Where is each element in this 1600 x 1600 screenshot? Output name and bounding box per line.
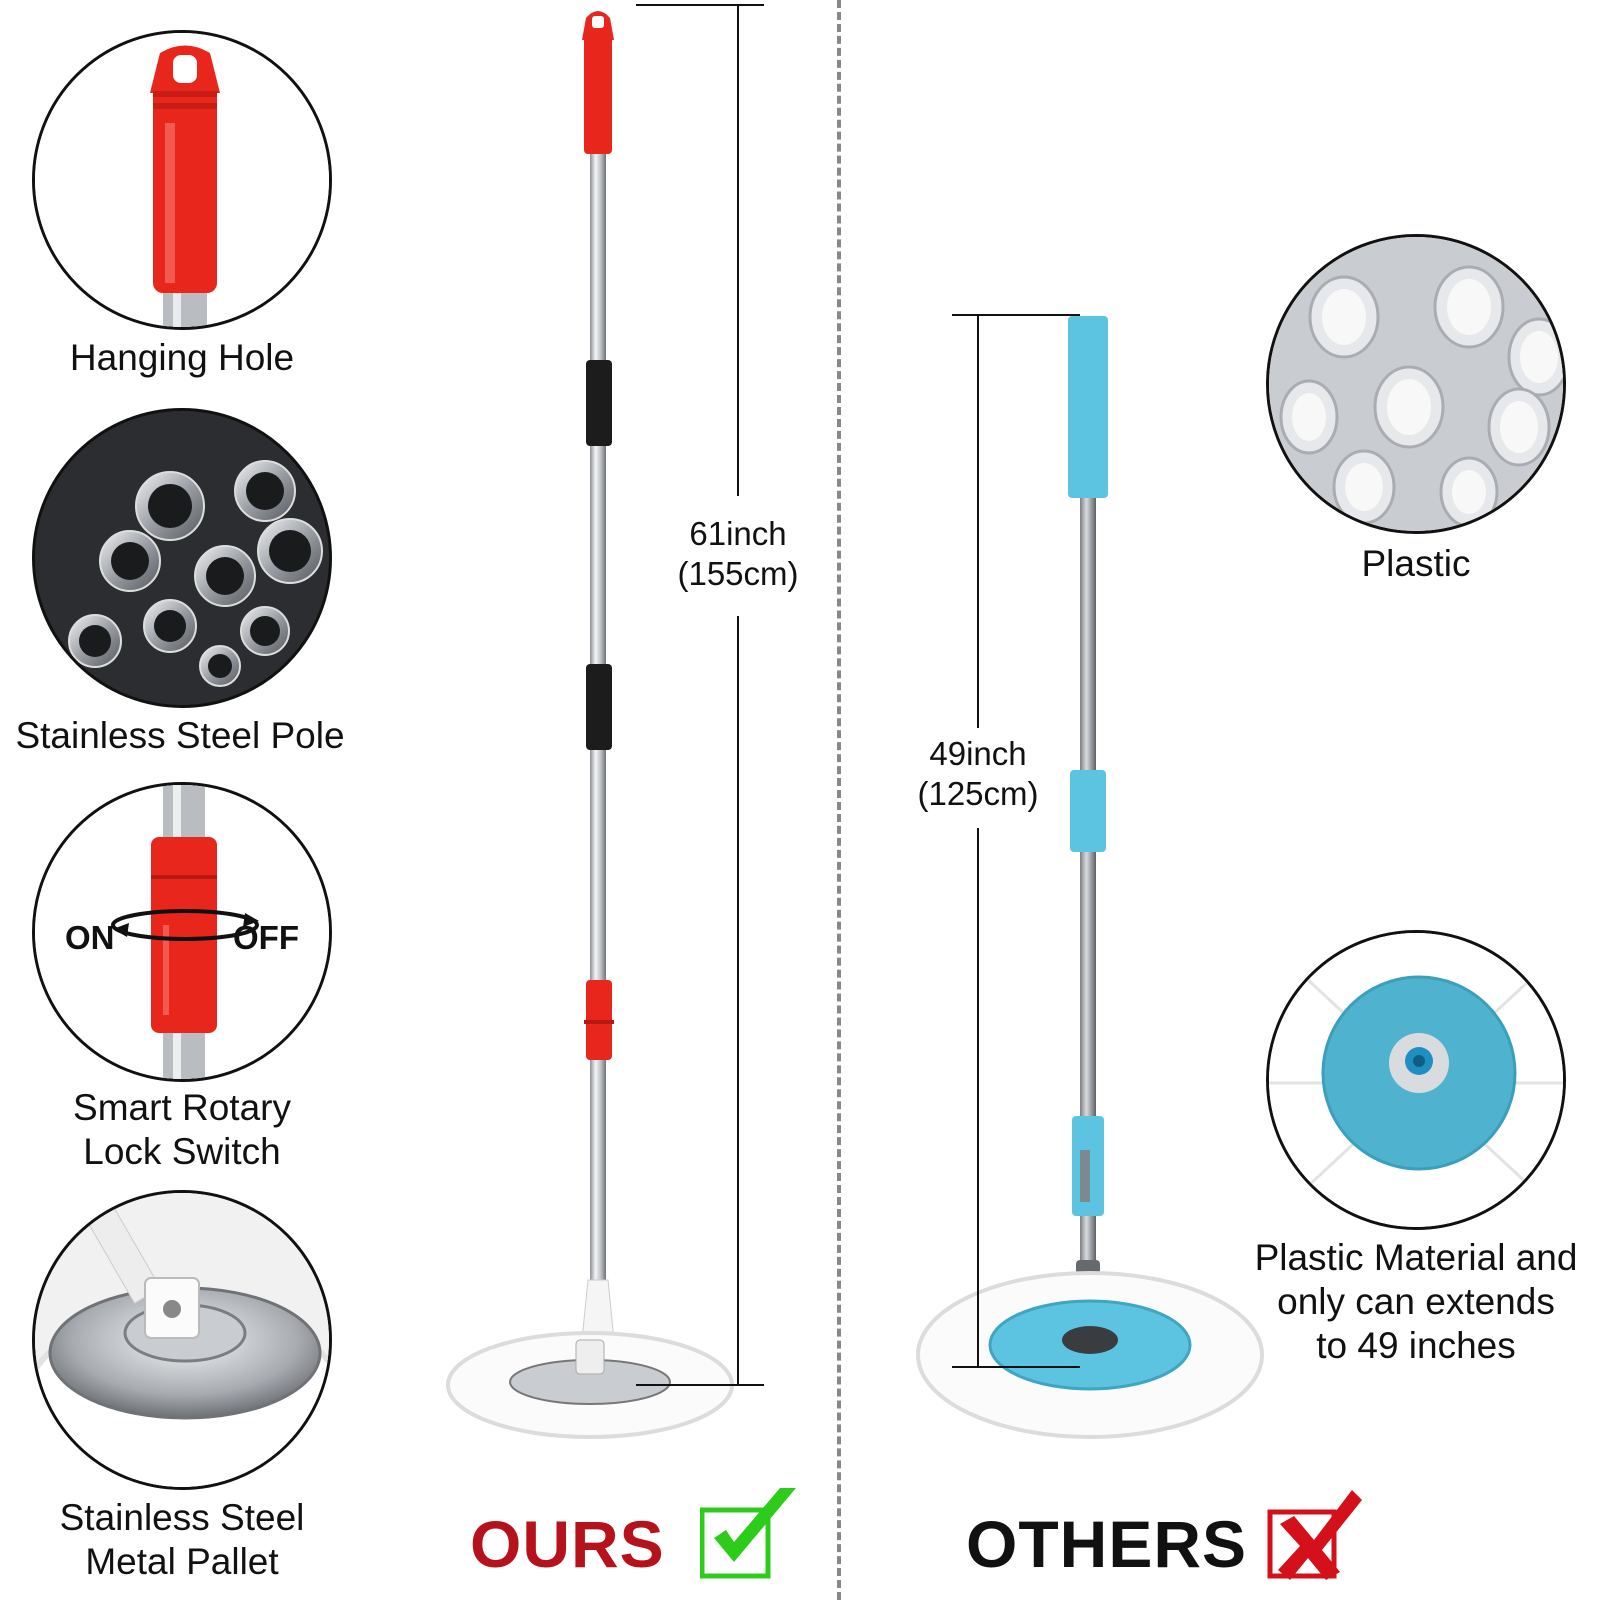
plastic-pallet-label-line-3: to 49 inches: [1316, 1325, 1516, 1366]
rotary-lock-label-line-1: Smart Rotary: [73, 1087, 291, 1128]
plastic-pallet-icon: [1269, 933, 1563, 1227]
metal-pallet-label-line-2: Metal Pallet: [85, 1541, 279, 1582]
metal-pallet-circle: [32, 1190, 332, 1490]
ours-dimension-line-lower: [737, 616, 739, 1386]
plastic-pipes-icon: [1269, 237, 1563, 531]
others-verdict-label: OTHERS: [966, 1507, 1248, 1581]
stainless-steel-pole-label: Stainless Steel Pole: [0, 714, 360, 758]
off-label: OFF: [233, 919, 299, 956]
metal-pallet-icon: [35, 1193, 329, 1487]
plastic-circle: [1266, 234, 1566, 534]
rotary-lock-label: Smart Rotary Lock Switch: [20, 1086, 344, 1174]
rotary-lock-icon: [35, 785, 329, 1079]
plastic-pallet-label-line-1: Plastic Material and: [1254, 1237, 1578, 1278]
rotary-lock-label-line-2: Lock Switch: [83, 1131, 281, 1172]
on-label: ON: [65, 919, 115, 956]
hanging-hole-label: Hanging Hole: [20, 336, 344, 380]
others-dimension-bottom-tick: [952, 1366, 1080, 1368]
hanging-hole-circle: [32, 30, 332, 330]
ours-dimension-bottom-tick: [636, 1384, 764, 1386]
ours-height-inch: 61inch: [689, 515, 787, 552]
hanging-hole-label-line: Hanging Hole: [69, 337, 295, 378]
ours-height-cm: (155cm): [677, 555, 799, 592]
plastic-label: Plastic: [1266, 542, 1566, 586]
plastic-pallet-circle: [1266, 930, 1566, 1230]
plastic-pallet-label: Plastic Material and only can extends to…: [1236, 1236, 1596, 1368]
others-dimension-top-tick: [952, 314, 1080, 316]
others-dimension-line-upper: [977, 314, 979, 728]
steel-tubes-icon: [35, 411, 329, 705]
center-divider: [837, 0, 841, 1600]
others-dimension-line-lower: [977, 828, 979, 1368]
cross-icon: [1267, 1490, 1362, 1580]
metal-pallet-label-line-1: Stainless Steel: [59, 1497, 305, 1538]
rotary-lock-circle: ON OFF: [32, 782, 332, 1082]
plastic-pallet-label-line-2: only can extends: [1277, 1281, 1555, 1322]
others-height-inch: 49inch: [929, 735, 1027, 772]
ours-dimension-line-upper: [737, 4, 739, 496]
ours-verdict-label: OURS: [470, 1507, 665, 1581]
check-icon: [700, 1488, 796, 1579]
others-height-label: 49inch (125cm): [900, 734, 1056, 814]
ours-height-label: 61inch (155cm): [660, 514, 816, 594]
others-mop-illustration: [916, 316, 1264, 1439]
red-handle-icon: [35, 33, 329, 327]
ours-mop-illustration: [446, 11, 734, 1439]
stainless-steel-pole-circle: [32, 408, 332, 708]
plastic-label-line: Plastic: [1361, 543, 1471, 584]
ours-dimension-top-tick: [636, 4, 764, 6]
metal-pallet-label: Stainless Steel Metal Pallet: [20, 1496, 344, 1584]
others-height-cm: (125cm): [917, 775, 1039, 812]
stainless-steel-pole-label-line: Stainless Steel Pole: [15, 715, 345, 756]
